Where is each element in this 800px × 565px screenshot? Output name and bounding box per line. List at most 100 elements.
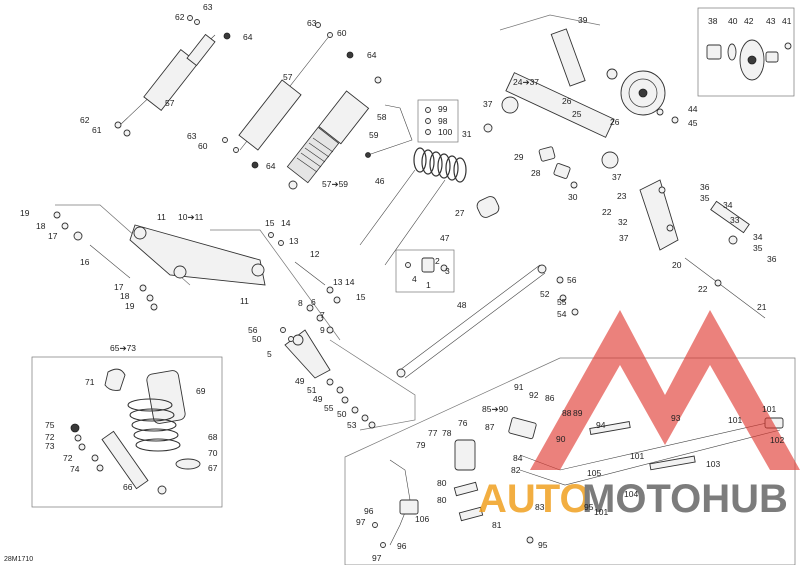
watermark-brand-right: MOTOHUB bbox=[582, 477, 788, 521]
callout-label: 56 bbox=[248, 325, 258, 335]
callout-label: 11 bbox=[240, 296, 249, 306]
callout-label: 22 bbox=[602, 207, 612, 217]
callout-label: 71 bbox=[85, 377, 95, 387]
callout-label: 82 bbox=[511, 465, 521, 475]
callout-label: 60 bbox=[198, 141, 208, 151]
callout-label: 88 bbox=[562, 408, 572, 418]
callout-label: 63 bbox=[307, 18, 317, 28]
callout-label: 72 bbox=[63, 453, 73, 463]
callout-label: 44 bbox=[688, 104, 698, 114]
callout-label: 96 bbox=[397, 541, 407, 551]
callout-label: 77 bbox=[428, 428, 438, 438]
callout-label: 97 bbox=[372, 553, 382, 563]
callout-label: 105 bbox=[587, 468, 601, 478]
rear-arm-left bbox=[53, 204, 341, 311]
callout-label: 28 bbox=[531, 168, 541, 178]
callout-label: 94 bbox=[596, 420, 606, 430]
callout-label: 23 bbox=[617, 191, 627, 201]
callout-label: 98 bbox=[438, 116, 448, 126]
wheel-detail-box bbox=[697, 7, 795, 97]
callout-label: 80 bbox=[437, 478, 447, 488]
rear-arm-right bbox=[639, 179, 766, 319]
callout-label: 7 bbox=[320, 310, 325, 320]
callout-label: 106 bbox=[415, 514, 429, 524]
rear-shock-kit-box bbox=[31, 356, 223, 508]
callout-label: 37 bbox=[619, 233, 629, 243]
callout-label: 46 bbox=[375, 176, 385, 186]
callout-label: 20 bbox=[672, 260, 682, 270]
callout-label: 50 bbox=[252, 334, 262, 344]
long-link-rod bbox=[396, 264, 579, 379]
callout-label: 74 bbox=[70, 464, 80, 474]
callout-label: 87 bbox=[485, 422, 495, 432]
callout-label: 55 bbox=[324, 403, 334, 413]
callout-label: 9 bbox=[320, 325, 325, 335]
callout-label: 17 bbox=[114, 282, 124, 292]
callout-label: 60 bbox=[337, 28, 347, 38]
callout-label: 30 bbox=[568, 192, 578, 202]
callout-label: 49 bbox=[313, 394, 323, 404]
callout-label: 17 bbox=[48, 231, 58, 241]
callout-label: 84 bbox=[513, 453, 523, 463]
callout-label: 59 bbox=[369, 130, 379, 140]
callout-label: 40 bbox=[728, 16, 738, 26]
callout-label: 19 bbox=[125, 301, 135, 311]
callout-label: 56 bbox=[567, 275, 577, 285]
bellcrank-assembly bbox=[210, 229, 416, 431]
diagram-code: 28M1710 bbox=[4, 556, 33, 563]
callout-label: 11 bbox=[157, 212, 166, 222]
callout-label: 83 bbox=[535, 502, 545, 512]
callout-label: 34 bbox=[723, 200, 733, 210]
callout-label: 62 bbox=[80, 115, 90, 125]
callout-label: 73 bbox=[45, 441, 55, 451]
callout-label: 3 bbox=[445, 266, 450, 276]
callout-label: 27 bbox=[455, 208, 465, 218]
callout-label: 49 bbox=[295, 376, 305, 386]
callout-label: 95 bbox=[538, 540, 548, 550]
callout-label: 103 bbox=[706, 459, 720, 469]
callout-label: 100 bbox=[438, 127, 452, 137]
callout-label: 79 bbox=[416, 440, 426, 450]
callout-label: 78 bbox=[442, 428, 452, 438]
callout-label: 26 bbox=[610, 117, 620, 127]
callout-label: 52 bbox=[540, 289, 550, 299]
callout-label: 63 bbox=[203, 2, 213, 12]
watermark-brand-left: AUTO bbox=[478, 477, 591, 521]
bolt-kit-box bbox=[417, 99, 459, 143]
callout-label: 66 bbox=[123, 482, 133, 492]
callout-label: 26 bbox=[562, 96, 572, 106]
callout-label: 53 bbox=[347, 420, 357, 430]
coil-shock-boot bbox=[286, 76, 413, 190]
callout-label: 37 bbox=[612, 172, 622, 182]
callout-label: 69 bbox=[196, 386, 206, 396]
callout-label: 1 bbox=[426, 280, 431, 290]
callout-label: 50 bbox=[337, 409, 347, 419]
callout-label: 57➔59 bbox=[322, 179, 348, 189]
callout-label: 76 bbox=[458, 418, 468, 428]
callout-label: 55 bbox=[557, 297, 567, 307]
callout-label: 24➔37 bbox=[513, 77, 539, 87]
callout-label: 12 bbox=[310, 249, 320, 259]
callout-label: 67 bbox=[208, 463, 218, 473]
callout-label: 92 bbox=[529, 390, 539, 400]
callout-label: 64 bbox=[243, 32, 253, 42]
callout-label: 80 bbox=[437, 495, 447, 505]
callout-label: 18 bbox=[36, 221, 46, 231]
callout-label: 33 bbox=[730, 215, 740, 225]
callout-label: 32 bbox=[618, 217, 628, 227]
callout-label: 58 bbox=[377, 112, 387, 122]
callout-label: 101 bbox=[728, 415, 742, 425]
callout-label: 29 bbox=[514, 152, 524, 162]
callout-label: 35 bbox=[700, 193, 710, 203]
callout-label: 13 bbox=[333, 277, 343, 287]
callout-label: 70 bbox=[208, 448, 218, 458]
callout-label: 5 bbox=[267, 349, 272, 359]
callout-label: 99 bbox=[438, 104, 448, 114]
callout-label: 101 bbox=[594, 507, 608, 517]
callout-label: 89 bbox=[573, 408, 583, 418]
callout-label: 47 bbox=[440, 233, 450, 243]
callout-label: 101 bbox=[762, 404, 776, 414]
callout-label: 39 bbox=[578, 15, 588, 25]
callout-label: 15 bbox=[356, 292, 366, 302]
